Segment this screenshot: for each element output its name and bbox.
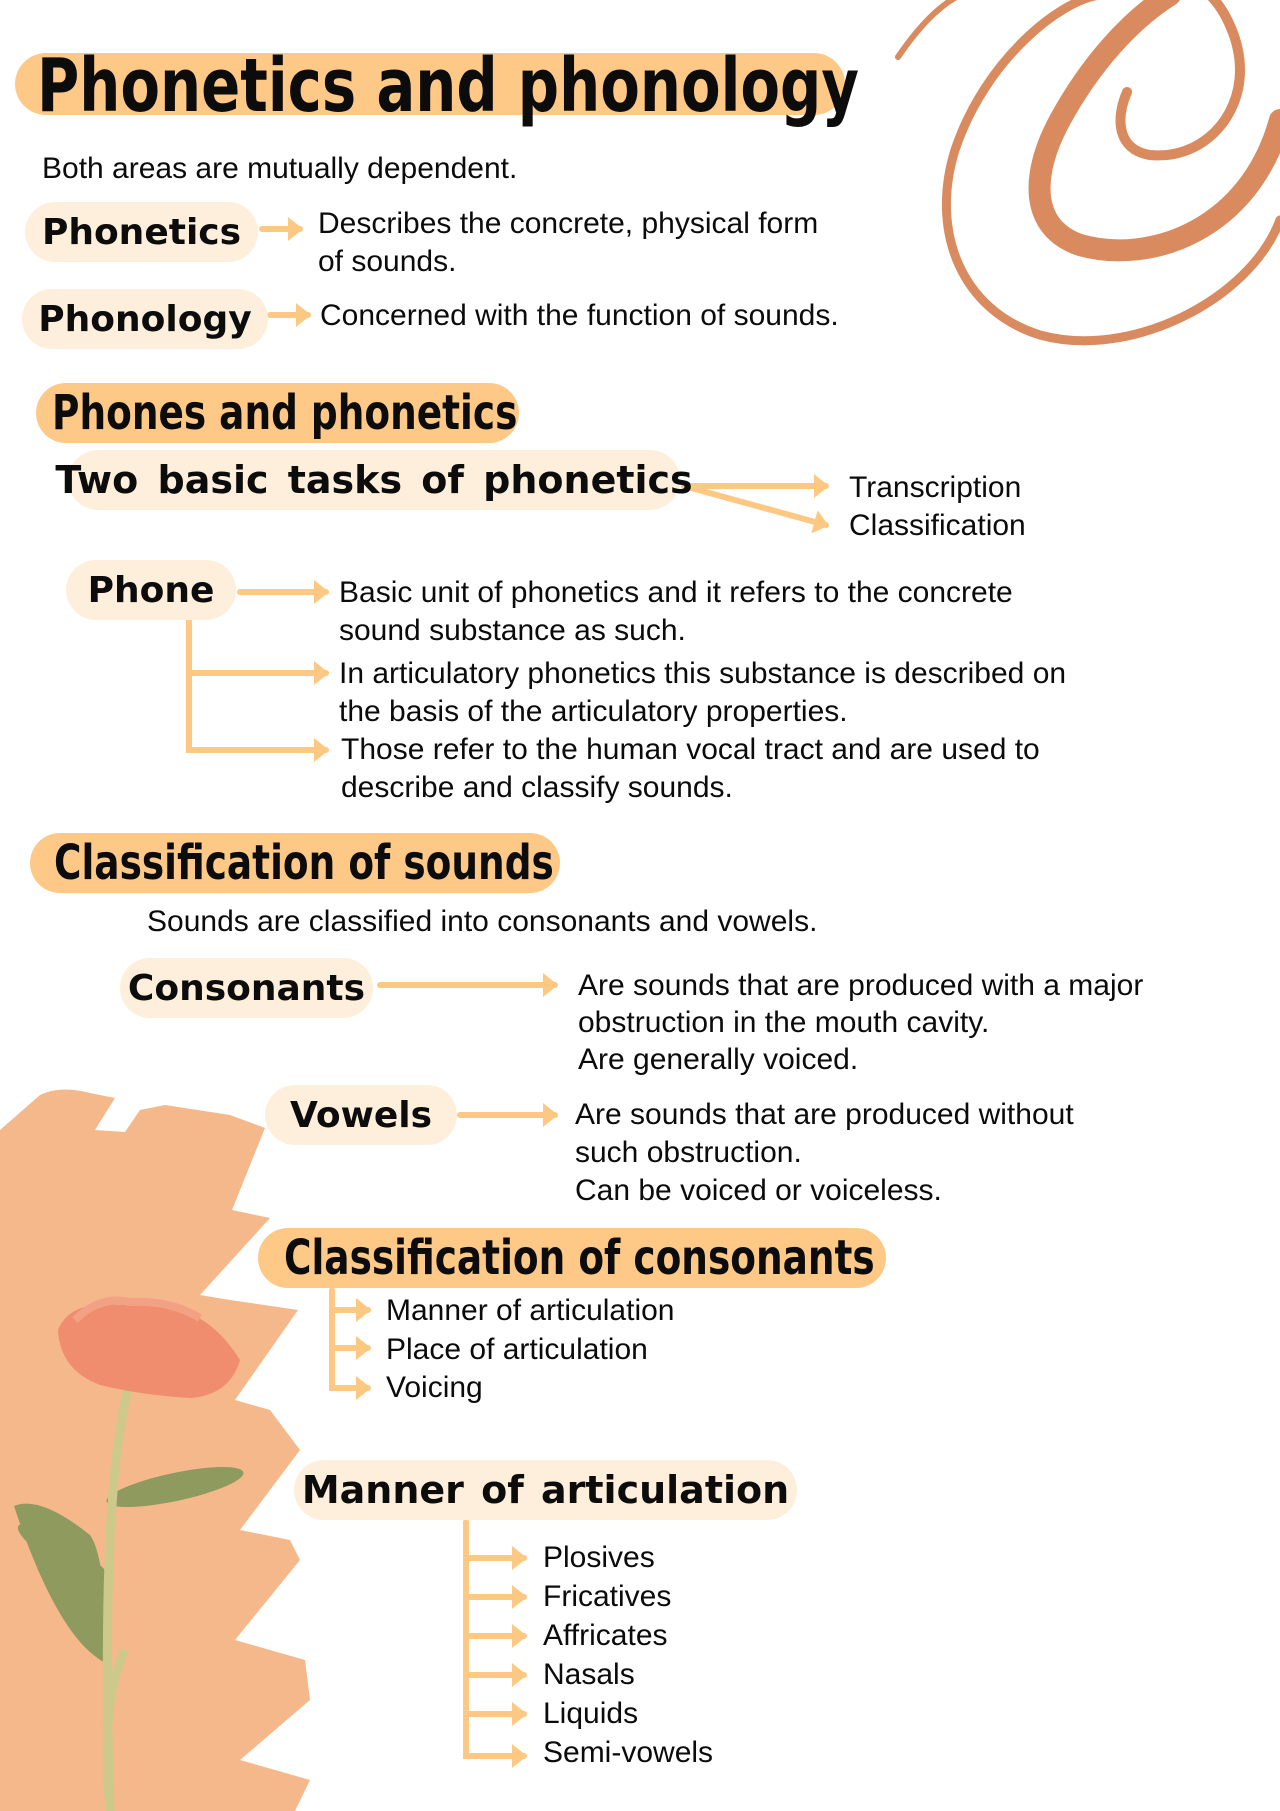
manner-item: Plosives xyxy=(543,1541,655,1574)
tasks-pill: Two basic tasks of phonetics xyxy=(55,450,693,510)
vowels-description: Are sounds that are produced without suc… xyxy=(575,1098,1074,1207)
term-phonetics: Phonetics xyxy=(25,202,258,262)
manner-list: Plosives Fricatives Affricates Nasals Li… xyxy=(543,1538,713,1772)
page-title: Phonetics and phonology xyxy=(37,43,859,129)
phone-point-1: Basic unit of phonetics and it refers to… xyxy=(339,576,1013,647)
consonants-pill: Consonants xyxy=(120,958,373,1018)
brush-stroke-decoration xyxy=(0,1089,310,1811)
vowels-pill: Vowels xyxy=(265,1085,457,1145)
criterion-item: Voicing xyxy=(386,1371,483,1404)
heading-classification-of-sounds: Classification of sounds xyxy=(30,833,560,893)
task-classification: Classification xyxy=(849,509,1026,542)
manner-item: Fricatives xyxy=(543,1580,672,1613)
manner-item: Nasals xyxy=(543,1658,635,1691)
task-transcription: Transcription xyxy=(849,471,1022,504)
sounds-subtitle: Sounds are classified into consonants an… xyxy=(147,905,818,938)
term-phonology: Phonology xyxy=(22,289,268,349)
intro-text: Both areas are mutually dependent. xyxy=(42,152,518,185)
heading-classification-of-consonants: Classification of consonants xyxy=(258,1228,886,1288)
phone-pill: Phone xyxy=(66,560,236,620)
swirl-decoration xyxy=(895,0,1280,346)
criterion-item: Place of articulation xyxy=(386,1332,648,1366)
phonetics-definition: Describes the concrete, physical form of… xyxy=(318,207,819,278)
phonology-definition: Concerned with the function of sounds. xyxy=(320,299,839,332)
manner-item: Liquids xyxy=(543,1697,639,1730)
flower-decoration xyxy=(14,1296,244,1811)
manner-item: Affricates xyxy=(543,1619,668,1652)
manner-item: Semi-vowels xyxy=(543,1736,714,1769)
consonant-criteria-list: Manner of articulation Place of articula… xyxy=(386,1292,675,1408)
consonants-description: Are sounds that are produced with a majo… xyxy=(578,969,1144,1076)
phone-point-2: In articulatory phonetics this substance… xyxy=(339,657,1067,728)
heading-manner-of-articulation: Manner of articulation xyxy=(294,1460,797,1520)
criterion-item: Manner of articulation xyxy=(386,1294,675,1327)
heading-phones-and-phonetics: Phones and phonetics xyxy=(36,383,519,443)
title-pill: Phonetics and phonology xyxy=(15,49,859,123)
phone-point-3: Those refer to the human vocal tract and… xyxy=(341,733,1040,804)
